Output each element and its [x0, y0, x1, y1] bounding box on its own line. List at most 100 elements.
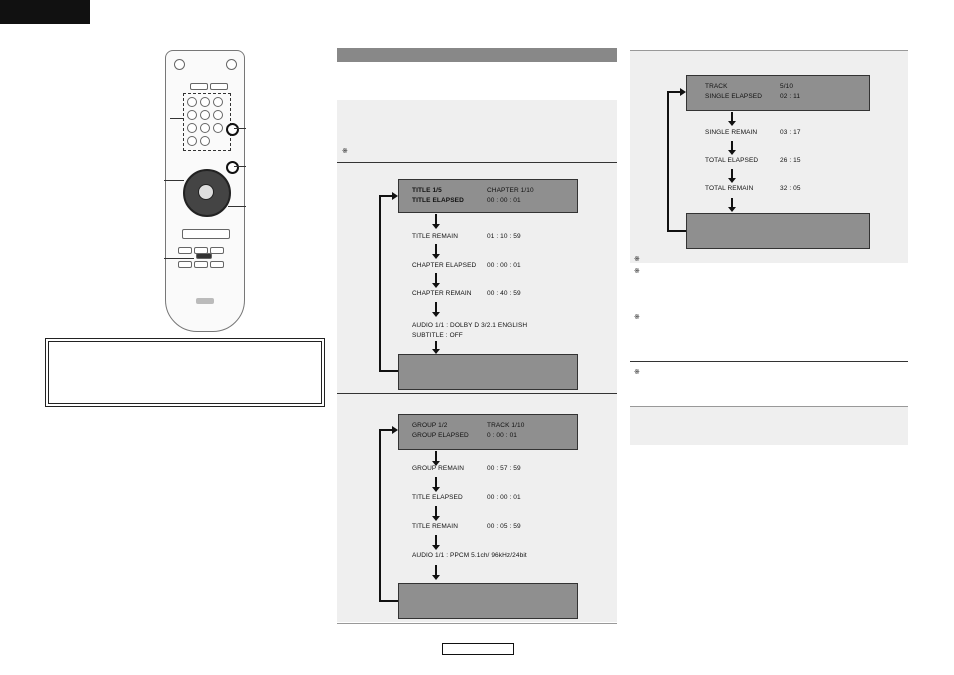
cd-panel: TRACK 5/10 SINGLE ELAPSED 02 : 11 SINGLE…: [630, 51, 908, 263]
number-key-icon: [200, 123, 210, 133]
step-value: 00 : 00 : 01: [487, 262, 521, 269]
remote-key-icon: [210, 247, 224, 254]
divider: [337, 623, 617, 624]
down-arrow-icon: [728, 169, 736, 183]
loop-line: [667, 230, 686, 232]
down-arrow-icon: [432, 214, 440, 229]
number-key-icon: [187, 123, 197, 133]
number-keys-highlight: [183, 93, 231, 151]
step-label: TITLE ELAPSED: [412, 494, 463, 501]
remote-key-icon: [178, 261, 192, 268]
language-tab: [0, 0, 90, 24]
down-arrow-icon: [728, 112, 736, 126]
remote-key-icon: [194, 261, 208, 268]
down-arrow-icon: [432, 506, 440, 521]
display-key-icon: [226, 161, 239, 174]
brand-logo: [196, 298, 214, 304]
step-value: 26 : 15: [780, 157, 801, 164]
step-label: GROUP REMAIN: [412, 465, 465, 472]
loop-line: [379, 429, 392, 431]
display-label: SINGLE ELAPSED: [705, 93, 763, 100]
number-key-icon: [200, 97, 210, 107]
display-value: 0 : 00 : 01: [487, 432, 518, 439]
down-arrow-icon: [432, 535, 440, 550]
remote-control-illustration: [165, 50, 245, 332]
bottom-panel: [630, 407, 908, 445]
down-arrow-icon: [432, 341, 440, 354]
down-arrow-icon: [432, 273, 440, 288]
audio-line: AUDIO 1/1 : DOLBY D 3/2.1 ENGLISH: [412, 322, 528, 329]
remote-key-icon: [210, 261, 224, 268]
dvd-audio-panel: GROUP 1/2 TRACK 1/10 GROUP ELAPSED 0 : 0…: [337, 394, 617, 622]
section-header-bar: [337, 48, 617, 62]
display-box: [398, 354, 578, 390]
display-box: [398, 179, 578, 213]
callout-line: [170, 118, 184, 119]
page-number-box: [442, 643, 514, 655]
callout-line: [234, 128, 246, 129]
step-value: 00 : 57 : 59: [487, 465, 521, 472]
number-key-icon: [187, 110, 197, 120]
number-key-icon: [213, 97, 223, 107]
divider: [337, 393, 617, 394]
display-box: [686, 75, 870, 111]
right-arrow-icon: [392, 192, 398, 200]
step-label: CHAPTER REMAIN: [412, 290, 472, 297]
step-value: 00 : 40 : 59: [487, 290, 521, 297]
display-label: TRACK: [705, 83, 728, 90]
divider: [337, 162, 617, 163]
down-arrow-icon: [432, 244, 440, 259]
down-arrow-icon: [728, 198, 736, 212]
callout-line: [164, 258, 194, 259]
display-label: GROUP 1/2: [412, 422, 448, 429]
number-key-icon: [213, 110, 223, 120]
note-mark: ※: [342, 148, 348, 155]
display-value: TRACK 1/10: [487, 422, 525, 429]
dvd-video-panel: TITLE 1/5 CHAPTER 1/10 TITLE ELAPSED 00 …: [337, 163, 617, 393]
subtitle-line: SUBTITLE : OFF: [412, 332, 463, 339]
number-key-icon: [200, 110, 210, 120]
callout-line: [164, 180, 184, 181]
loop-line: [379, 370, 398, 372]
direction-pad-icon: [183, 169, 231, 217]
loop-line: [379, 600, 398, 602]
loop-line: [379, 195, 392, 197]
step-label: TITLE REMAIN: [412, 523, 458, 530]
display-box: [398, 583, 578, 619]
divider: [630, 361, 908, 362]
number-key-icon: [187, 97, 197, 107]
power-on-button-icon: [174, 59, 185, 70]
display-value: 5/10: [780, 83, 794, 90]
step-label: TOTAL ELAPSED: [705, 157, 759, 164]
boxed-note: [45, 338, 325, 407]
note-mark: ※: [634, 268, 640, 275]
step-value: 00 : 05 : 59: [487, 523, 521, 530]
right-arrow-icon: [680, 88, 686, 96]
right-arrow-icon: [392, 426, 398, 434]
down-arrow-icon: [728, 141, 736, 155]
step-value: 00 : 00 : 01: [487, 494, 521, 501]
note-mark: ※: [634, 369, 640, 376]
power-off-button-icon: [226, 59, 237, 70]
display-value: CHAPTER 1/10: [487, 187, 534, 194]
note-mark: ※: [634, 256, 640, 263]
down-arrow-icon: [432, 451, 440, 466]
transport-keys-icon: [182, 229, 230, 239]
loop-line: [667, 91, 680, 93]
display-box: [398, 414, 578, 450]
display-label: TITLE ELAPSED: [412, 197, 464, 204]
number-key-icon: [213, 123, 223, 133]
step-label: SINGLE REMAIN: [705, 129, 758, 136]
step-value: 32 : 05: [780, 185, 801, 192]
loop-line: [667, 92, 669, 231]
callout-line: [234, 166, 246, 167]
down-arrow-icon: [432, 302, 440, 317]
number-key-icon: [187, 136, 197, 146]
display-value: 00 : 00 : 01: [487, 197, 521, 204]
step-label: TITLE REMAIN: [412, 233, 458, 240]
audio-line: AUDIO 1/1 : PPCM 5.1ch/ 96kHz/24bit: [412, 552, 527, 559]
loop-line: [379, 196, 381, 371]
loop-line: [379, 430, 381, 601]
highlighted-key-icon: [226, 123, 239, 136]
down-arrow-icon: [432, 477, 440, 492]
